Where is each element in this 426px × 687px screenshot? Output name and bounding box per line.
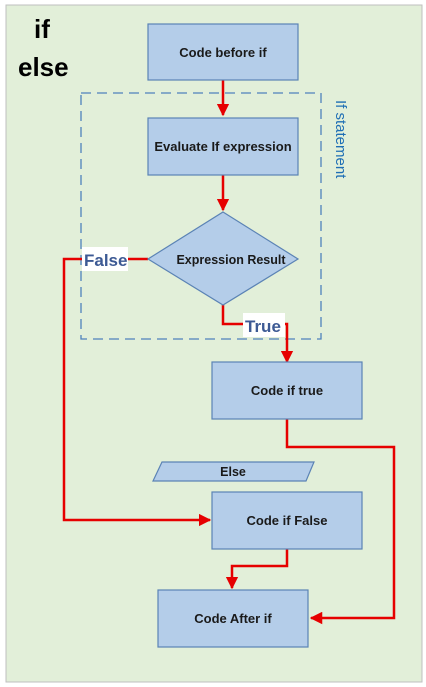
evaluate-box [147,117,299,176]
code-false-box [211,491,363,550]
evaluate-label: Evaluate If expression [154,139,291,154]
decision-diamond [146,211,300,306]
title-if: if [34,14,50,44]
false-label-bg [82,247,128,271]
arrow-true-to-after [285,419,396,625]
code-before-box [147,23,299,81]
if-statement-group [80,92,322,340]
true-label-bg [243,313,285,337]
diagram-background [5,4,423,683]
process-shapes [146,23,363,648]
else-parallelogram [152,461,315,482]
else-label: Else [220,465,246,479]
if-statement-label: If statement [332,100,349,179]
code-after-label: Code After if [194,611,272,626]
false-branch-label: False [84,251,127,270]
decision-label: Expression Result [176,253,286,267]
code-false-label: Code if False [247,513,328,528]
code-true-label: Code if true [251,383,323,398]
arrow-false-to-after [225,549,289,590]
true-branch-label: True [245,317,281,336]
code-true-box [211,361,363,420]
title-else: else [18,52,69,82]
code-after-box [157,589,309,648]
code-before-label: Code before if [179,45,267,60]
